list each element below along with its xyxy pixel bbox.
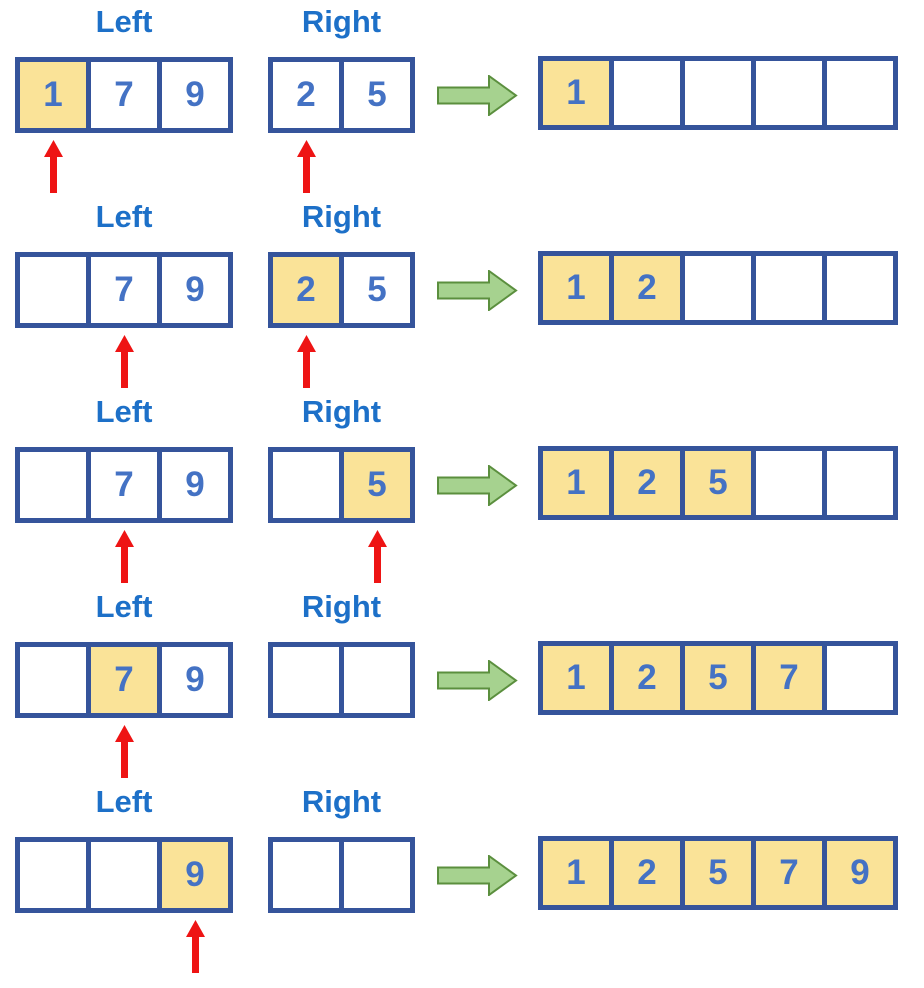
result-array-cell (756, 61, 827, 125)
left-array-cell: 7 (91, 452, 162, 518)
pointer-arrow-icon (44, 140, 63, 193)
left-array-cell: 7 (91, 647, 162, 713)
right-array-label: Right (301, 589, 382, 624)
pointer-arrow-icon (115, 725, 134, 778)
left-array-label: Left (95, 589, 153, 624)
result-array-cell: 5 (685, 451, 756, 515)
right-array-label: Right (301, 199, 382, 234)
left-array: 9 (15, 837, 233, 913)
result-array-cell: 2 (614, 646, 685, 710)
result-array-cell: 2 (614, 841, 685, 905)
pointer-arrow-icon (115, 530, 134, 583)
result-array-cell: 2 (614, 256, 685, 320)
right-array-label: Right (301, 394, 382, 429)
left-array-cell (20, 842, 91, 908)
result-array-cell: 7 (756, 841, 827, 905)
right-array-label: Right (301, 4, 382, 39)
result-array-cell (614, 61, 685, 125)
pointer-arrow-icon (297, 140, 316, 193)
result-array-cell (827, 451, 893, 515)
result-array-cell: 7 (756, 646, 827, 710)
right-array-cell (344, 647, 410, 713)
left-array-cell: 9 (162, 452, 228, 518)
left-array-label: Left (95, 394, 153, 429)
right-array: 5 (268, 447, 415, 523)
right-array (268, 837, 415, 913)
left-array-cell: 9 (162, 647, 228, 713)
merge-arrow-icon (437, 74, 518, 117)
left-array-cell (20, 452, 91, 518)
pointer-arrow-icon (297, 335, 316, 388)
result-array-cell (685, 61, 756, 125)
left-array-cell (20, 647, 91, 713)
result-array-cell: 1 (543, 256, 614, 320)
right-array (268, 642, 415, 718)
left-array-cell (91, 842, 162, 908)
left-array-cell (20, 257, 91, 323)
merge-arrow-icon (437, 659, 518, 702)
result-array-cell (827, 61, 893, 125)
result-array-cell: 1 (543, 451, 614, 515)
right-array-cell: 2 (273, 62, 344, 128)
pointer-arrow-icon (115, 335, 134, 388)
left-array-cell: 1 (20, 62, 91, 128)
right-array-cell (273, 452, 344, 518)
result-array-cell: 5 (685, 841, 756, 905)
result-array-cell (756, 451, 827, 515)
result-array-cell: 5 (685, 646, 756, 710)
result-array: 1 (538, 56, 898, 130)
result-array-cell (827, 646, 893, 710)
left-array-cell: 7 (91, 62, 162, 128)
right-array-cell: 2 (273, 257, 344, 323)
right-array-cell (273, 842, 344, 908)
merge-arrow-icon (437, 854, 518, 897)
pointer-arrow-icon (368, 530, 387, 583)
left-array-cell: 9 (162, 62, 228, 128)
right-array-cell (344, 842, 410, 908)
result-array-cell: 9 (827, 841, 893, 905)
result-array-cell: 1 (543, 646, 614, 710)
left-array-label: Left (95, 784, 153, 819)
left-array-cell: 9 (162, 842, 228, 908)
pointer-arrow-icon (186, 920, 205, 973)
merge-arrow-icon (437, 269, 518, 312)
right-array-cell: 5 (344, 452, 410, 518)
result-array-cell (827, 256, 893, 320)
right-array-label: Right (301, 784, 382, 819)
result-array-cell: 1 (543, 841, 614, 905)
left-array-label: Left (95, 199, 153, 234)
result-array-cell (756, 256, 827, 320)
result-array-cell: 2 (614, 451, 685, 515)
right-array-cell (273, 647, 344, 713)
result-array-cell: 1 (543, 61, 614, 125)
result-array-cell (685, 256, 756, 320)
left-array-cell: 9 (162, 257, 228, 323)
right-array-cell: 5 (344, 62, 410, 128)
right-array-cell: 5 (344, 257, 410, 323)
left-array-cell: 7 (91, 257, 162, 323)
merge-arrow-icon (437, 464, 518, 507)
left-array-label: Left (95, 4, 153, 39)
